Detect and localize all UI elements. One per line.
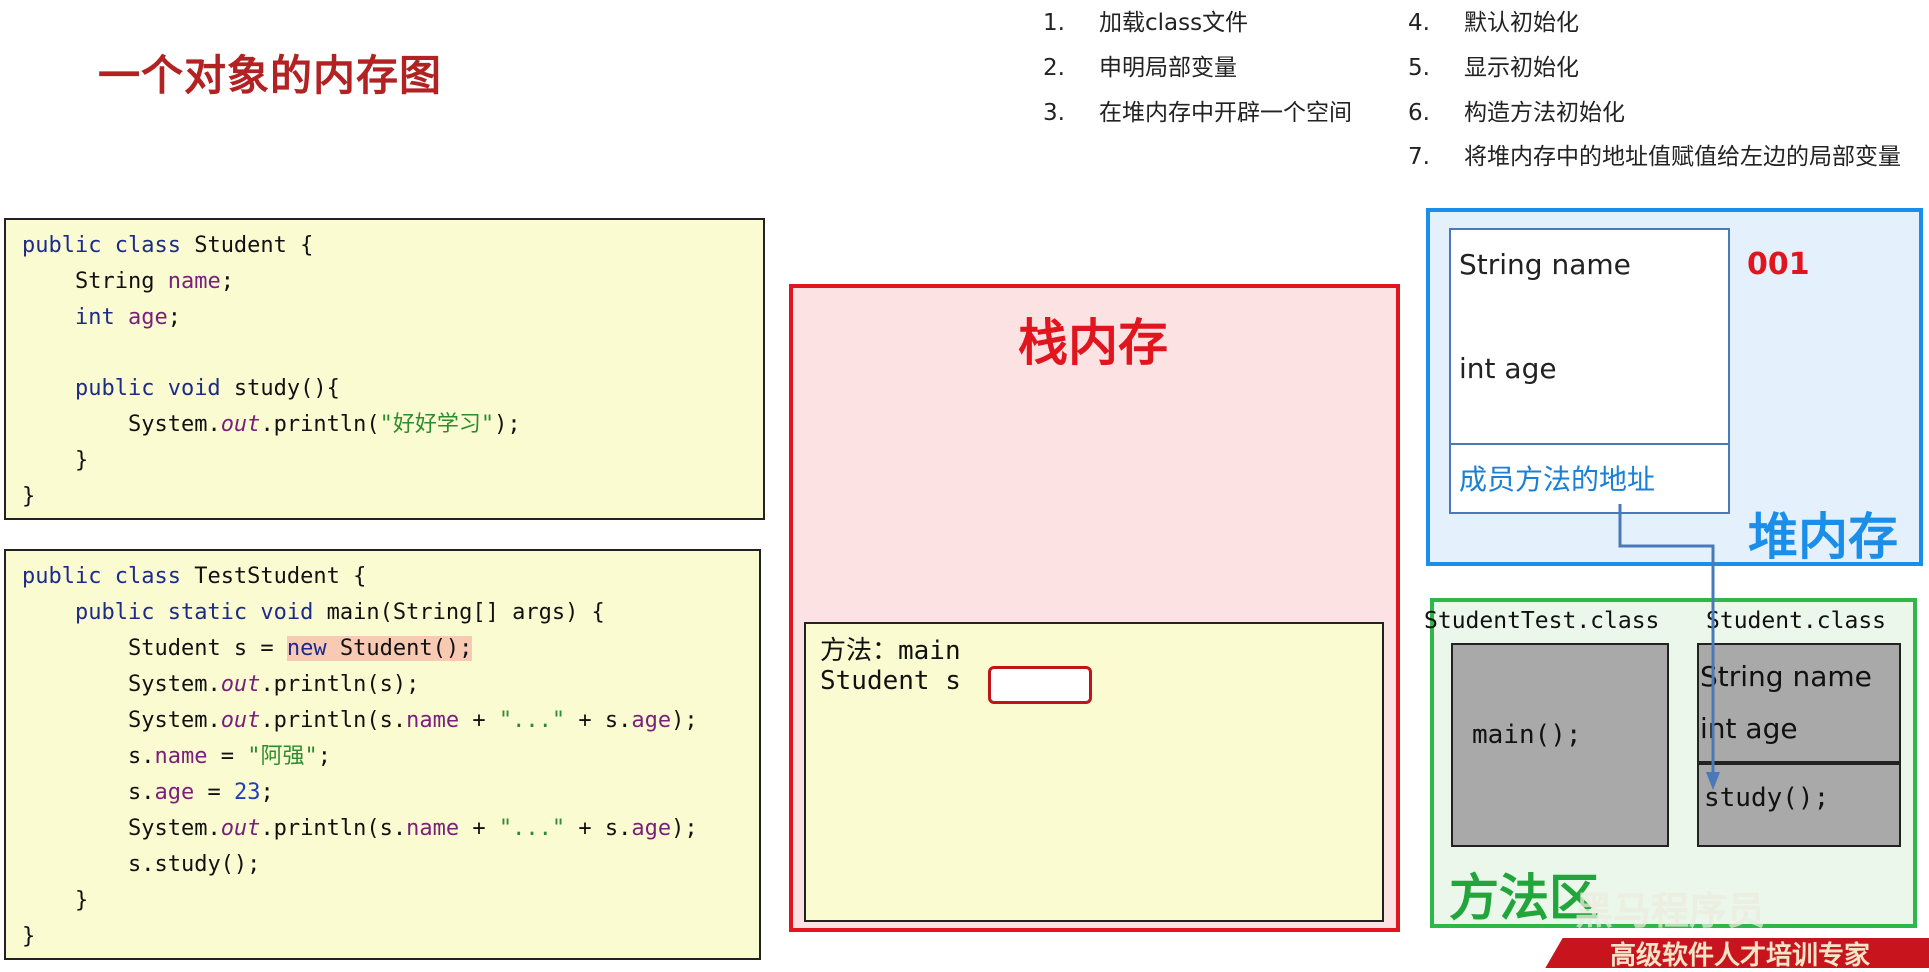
page-title: 一个对象的内存图 xyxy=(98,51,443,100)
step-item: 3.在堆内存中开辟一个空间 xyxy=(1043,100,1352,126)
heap-object xyxy=(1449,228,1730,514)
step-item: 2.申明局部变量 xyxy=(1043,55,1237,81)
code-line: System.out.println("好好学习"); xyxy=(127,412,521,437)
heap-method-address: 成员方法的地址 xyxy=(1459,463,1656,496)
watermark-logo: 黑马程序员 xyxy=(1575,889,1766,933)
code-line: public class Student { xyxy=(22,233,314,258)
code-line: String name; xyxy=(74,269,234,294)
code-line: s.name = "阿强"; xyxy=(127,744,331,769)
frame-variable-label: Student s xyxy=(820,666,961,696)
code-line: } xyxy=(74,448,89,473)
watermark-slogan: 高级软件人才培训专家 xyxy=(1610,941,1871,971)
step-item: 4.默认初始化 xyxy=(1408,10,1579,36)
code-line: int age; xyxy=(74,305,181,330)
test-student-code: public class TestStudent { public static… xyxy=(4,549,761,960)
main-stack-frame xyxy=(804,622,1384,922)
code-line: s.study(); xyxy=(127,852,261,877)
method-area-title: 方法区 xyxy=(1449,869,1599,927)
code-line: } xyxy=(74,888,89,913)
code-line: s.age = 23; xyxy=(127,780,274,805)
heap-field-age: int age xyxy=(1459,352,1557,385)
student-class-label: Student.class xyxy=(1706,608,1887,634)
step-item: 7.将堆内存中的地址值赋值给左边的局部变量 xyxy=(1408,144,1901,170)
step-item: 6.构造方法初始化 xyxy=(1408,100,1625,126)
code-line: System.out.println(s); xyxy=(127,672,420,697)
frame-method-label: 方法：main xyxy=(820,636,961,666)
code-line: Student s = new Student(); xyxy=(127,636,473,661)
studenttest-class-block xyxy=(1451,643,1669,847)
method-area-field-age: int age xyxy=(1700,712,1798,745)
code-line: public void study(){ xyxy=(74,376,340,401)
student-methods-block xyxy=(1697,763,1901,847)
code-line: } xyxy=(22,484,36,509)
heap-field-name: String name xyxy=(1459,248,1631,281)
variable-value-slot xyxy=(988,666,1092,704)
code-line: public static void main(String[] args) { xyxy=(74,600,605,625)
code-line: System.out.println(s.name + "..." + s.ag… xyxy=(127,708,698,733)
heap-object-divider xyxy=(1449,443,1730,445)
heap-memory-title: 堆内存 xyxy=(1748,508,1898,566)
code-line: public class TestStudent { xyxy=(22,564,367,589)
code-line: System.out.println(s.name + "..." + s.ag… xyxy=(127,816,698,841)
heap-address: 001 xyxy=(1747,247,1810,282)
study-method-label: study(); xyxy=(1704,783,1830,813)
student-fields-block xyxy=(1697,643,1901,763)
step-item: 1.加载class文件 xyxy=(1043,10,1249,36)
code-line: } xyxy=(22,924,36,949)
method-area-field-name: String name xyxy=(1700,660,1872,693)
main-method-label: main(); xyxy=(1472,720,1582,750)
step-item: 5.显示初始化 xyxy=(1408,55,1579,81)
student-class-code: public class Student { String name; int … xyxy=(4,218,765,520)
stack-memory-title: 栈内存 xyxy=(1018,314,1168,372)
studenttest-class-label: StudentTest.class xyxy=(1424,608,1660,634)
